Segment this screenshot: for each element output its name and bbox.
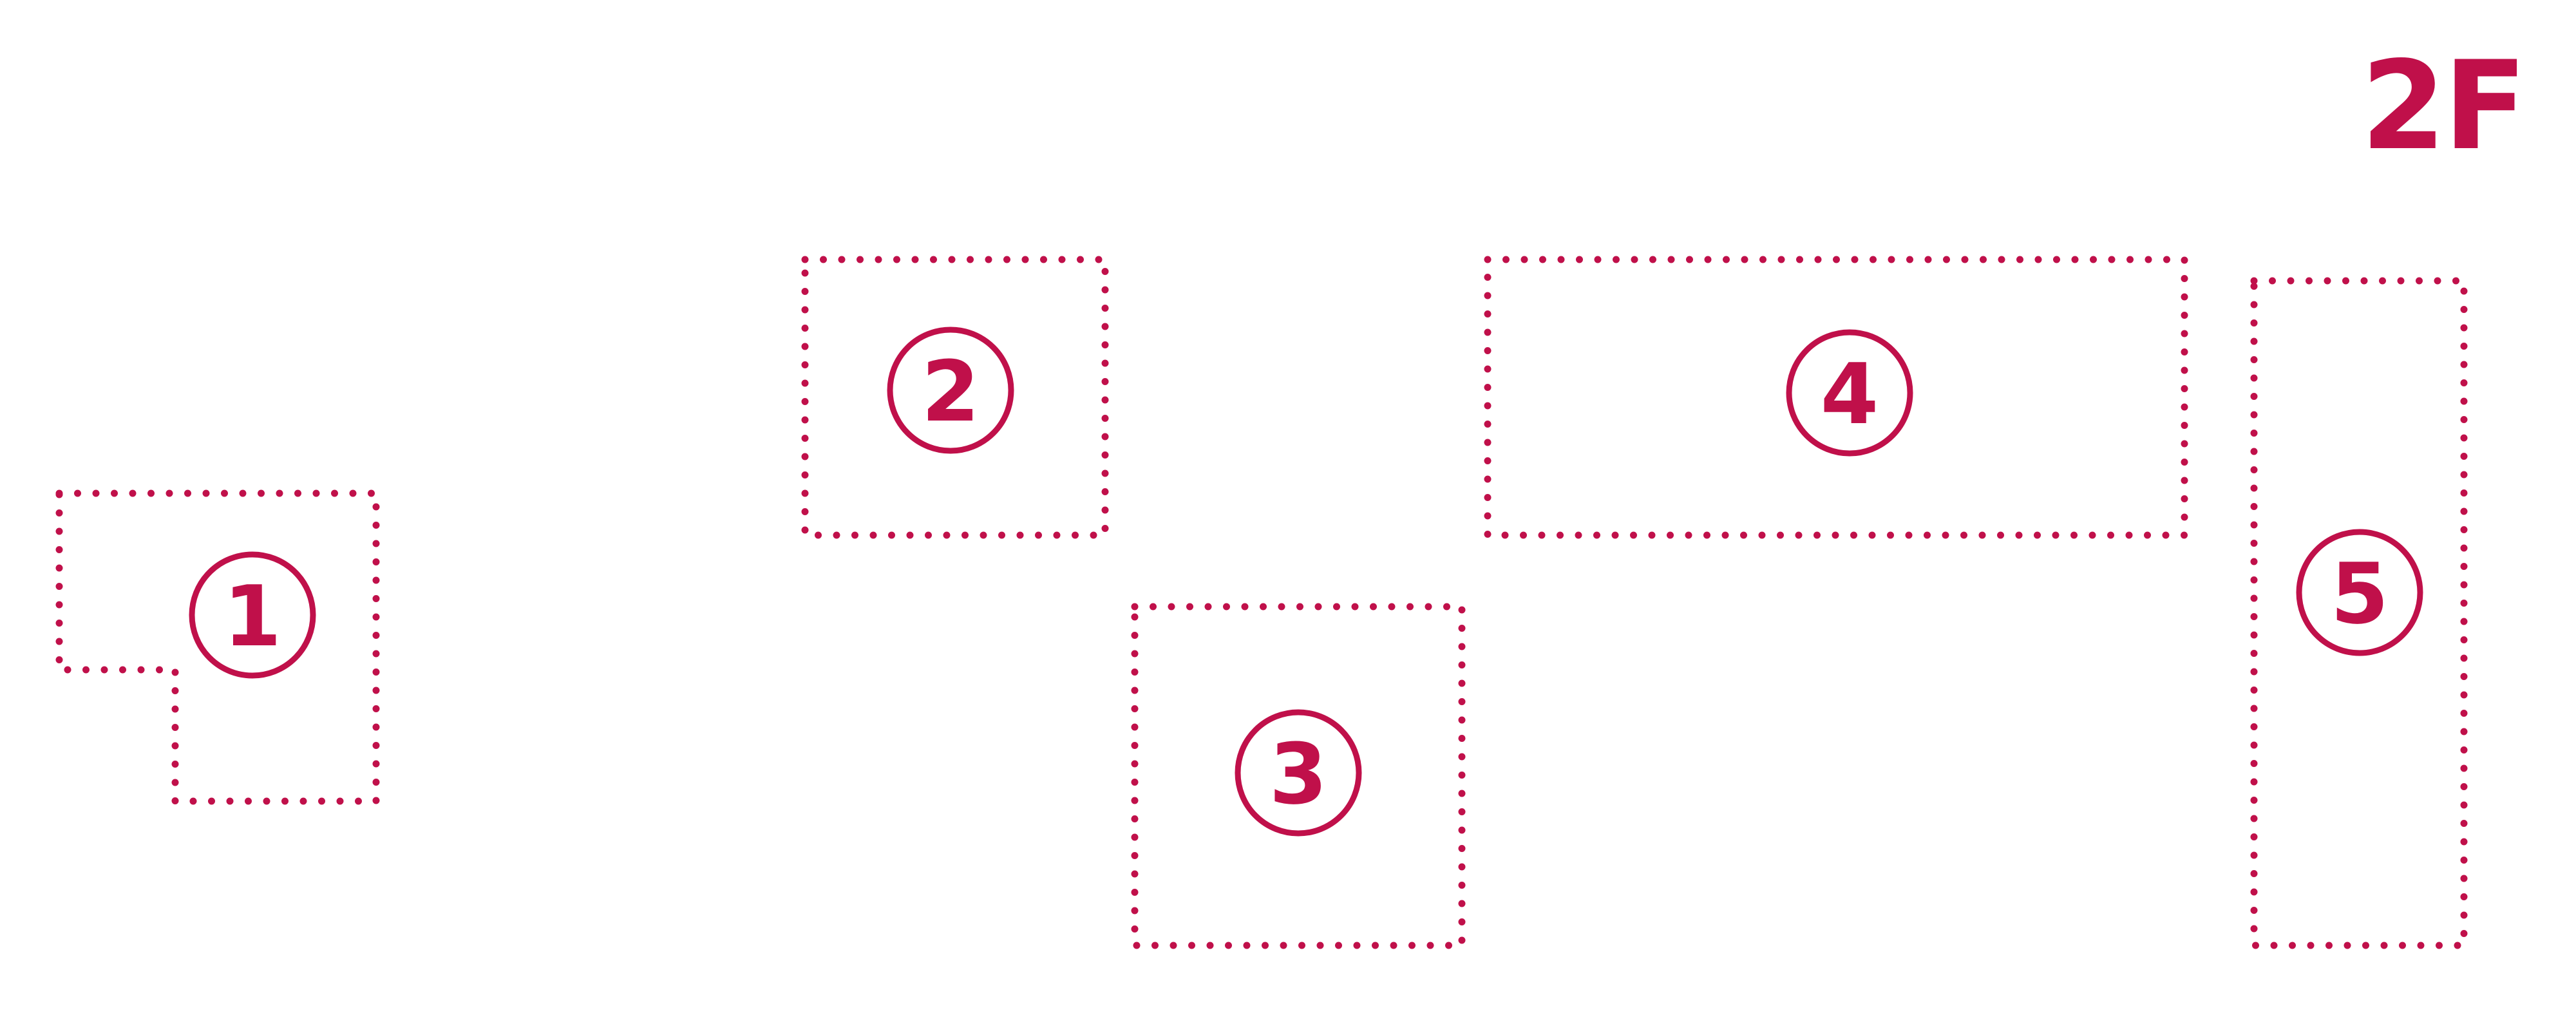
area-4-marker[interactable]: 4: [1786, 329, 1913, 457]
area-2-outline[interactable]: [801, 256, 1109, 539]
area-1-marker[interactable]: 1: [189, 551, 316, 679]
floor-label: 2F: [2361, 35, 2527, 177]
area-2-marker[interactable]: 2: [887, 327, 1014, 454]
area-3-outline[interactable]: [1131, 603, 1466, 949]
area-5-number: 5: [2331, 545, 2389, 643]
area-2-number: 2: [922, 343, 980, 441]
area-3-number: 3: [1269, 725, 1327, 823]
area-1-number: 1: [223, 567, 281, 665]
area-1-outline[interactable]: [55, 489, 380, 805]
area-3-marker[interactable]: 3: [1235, 709, 1362, 837]
area-4-outline[interactable]: [1484, 256, 2188, 539]
area-5-marker[interactable]: 5: [2296, 529, 2423, 656]
area-4-number: 4: [1821, 345, 1879, 443]
area-5-outline[interactable]: [2250, 277, 2468, 949]
